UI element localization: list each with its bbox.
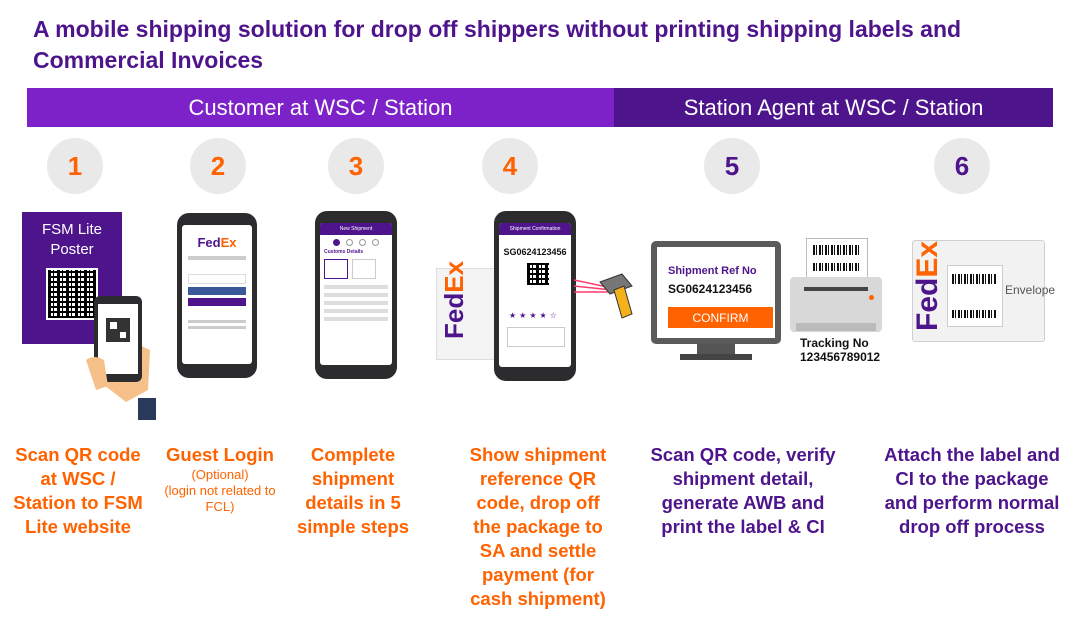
guest-login-screen: FedEx [182,225,252,364]
step-5-number: 5 [704,138,760,194]
agent-monitor: Shipment Ref No SG0624123456 CONFIRM [651,241,781,344]
item-list [324,285,388,321]
step-2-note: (login not related to FCL) [164,483,276,514]
tracking-number: 123456789012 [800,350,881,364]
fedex-box: FedEx [436,261,500,360]
box-fedex-logo: FedEx [439,260,469,339]
fedex-logo-fed: Fed [197,235,221,250]
shipment-ref-label: Shipment Ref No [668,265,757,277]
monitor-base [680,354,752,360]
step-6-number: 6 [934,138,990,194]
agent-banner: Station Agent at WSC / Station [614,88,1053,127]
barcode-scanner-icon [599,273,633,319]
step-5-description: Scan QR code, verify shipment detail, ge… [650,444,836,537]
confirmation-qr-code [525,261,551,287]
rating-stars-icon[interactable]: ★★★★☆ [509,311,560,320]
facebook-login-button[interactable] [188,287,246,295]
step-progress [320,239,392,246]
step-1-number: 1 [47,138,103,194]
label-printer-icon [790,277,882,332]
customs-details-title: Customs Details [324,249,364,255]
new-shipment-screen: New Shipment Customs Details [320,223,392,365]
confirm-button[interactable]: CONFIRM [668,307,773,328]
hand-holding-phone-icon [86,296,156,420]
poster-line-2: Poster [50,241,94,258]
new-shipment-phone: New Shipment Customs Details [315,211,397,379]
shipment-confirmation-screen: Shipment Confirmation SG0624123456 ★★★★☆ [499,223,571,367]
monitor-stand [697,344,735,356]
parcel-option[interactable] [324,259,348,279]
monitor-screen: Shipment Ref No SG0624123456 CONFIRM [657,247,775,338]
shipment-ref-value: SG0624123456 [668,282,753,296]
step-2-number: 2 [190,138,246,194]
new-shipment-header: New Shipment [320,223,392,235]
step-2-title: Guest Login [166,444,274,465]
shipment-confirmation-phone: Shipment Confirmation SG0624123456 ★★★★☆ [494,211,576,381]
step-3-number: 3 [328,138,384,194]
confirmation-ref-number: SG0624123456 [503,247,567,257]
step-1-description: Scan QR code at WSC / Station to FSM Lit… [13,444,143,537]
page-title: A mobile shipping solution for drop off … [33,16,962,73]
feedback-box[interactable] [507,327,565,347]
poster-qr-code [46,268,98,320]
step-4-number: 4 [482,138,538,194]
fedex-envelope: FedEx Envelope [911,240,1055,342]
document-option[interactable] [352,259,376,279]
fedex-logo: FedEx [182,235,252,250]
envelope-text: Envelope [1005,283,1056,297]
fedex-login-button[interactable] [188,298,246,306]
attached-label [947,265,1003,327]
poster-line-1: FSM Lite [41,221,102,238]
step-4-description: Show shipment reference QR code, drop of… [469,444,607,609]
guest-login-phone: FedEx [177,213,257,378]
fsm-lite-poster: FSM Lite Poster [22,212,122,344]
fedex-logo-ex: Ex [220,235,237,250]
step-6-description: Attach the label and CI to the package a… [884,444,1060,537]
google-login-button[interactable] [188,274,246,284]
step-2-description: Guest Login (Optional) (login not relate… [150,443,290,515]
customer-banner: Customer at WSC / Station [27,88,614,127]
tracking-label: Tracking No [800,336,869,350]
step-3-description: Complete shipment details in 5 simple st… [296,444,410,537]
step-2-optional: (Optional) [191,467,249,482]
confirmation-header: Shipment Confirmation [499,223,571,235]
envelope-fedex-logo: FedEx [911,240,944,331]
